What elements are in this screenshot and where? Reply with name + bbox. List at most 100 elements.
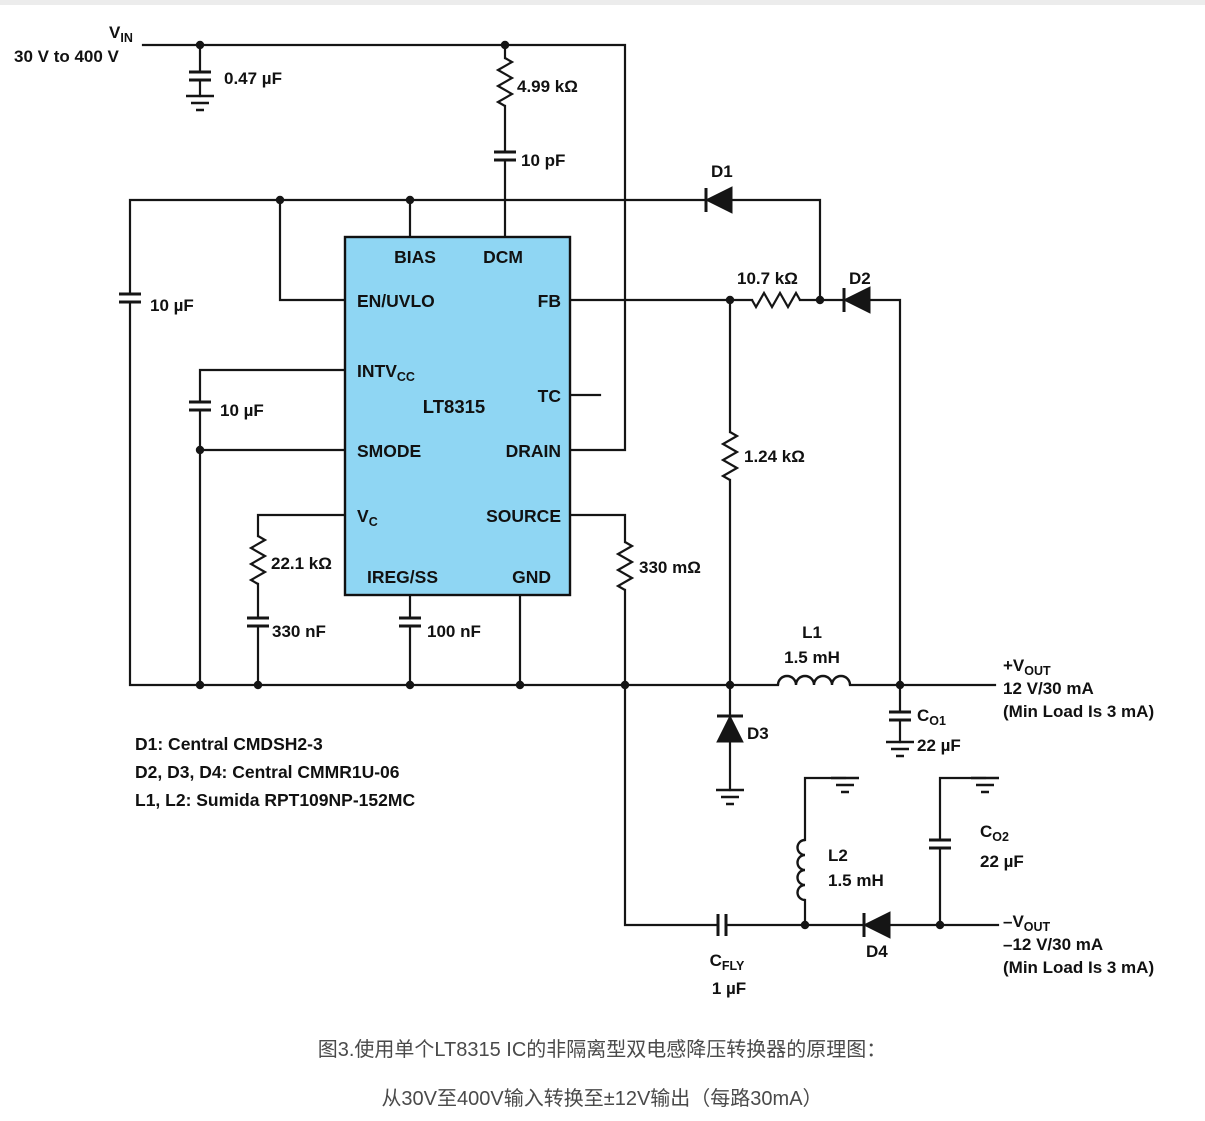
rdcm-value-label: 4.99 kΩ bbox=[517, 77, 578, 96]
junction-dot bbox=[620, 680, 630, 690]
ic-lt8315-body bbox=[343, 235, 572, 597]
l2-value-label: 1.5 mH bbox=[828, 871, 884, 890]
junction-dot bbox=[405, 195, 415, 205]
capacitor-cvc bbox=[247, 616, 269, 628]
pin-label-gnd: GND bbox=[512, 567, 551, 587]
vout-pos-spec: 12 V/30 mA bbox=[1003, 679, 1094, 698]
co2-main: C bbox=[980, 822, 992, 841]
l2-label: L2 bbox=[828, 846, 848, 865]
diode-d4 bbox=[862, 911, 891, 939]
resistor-rvc bbox=[248, 535, 268, 585]
vin-label: VIN bbox=[109, 23, 133, 45]
pin-label-ireg-ss: IREG/SS bbox=[367, 567, 438, 587]
capacitor-cfly bbox=[716, 914, 728, 936]
diode-d1 bbox=[704, 186, 733, 214]
capacitor-co2 bbox=[929, 838, 951, 850]
cbias-value-label: 10 µF bbox=[150, 296, 194, 315]
vout-neg-label: –VOUT bbox=[1003, 912, 1051, 934]
d3-label: D3 bbox=[747, 724, 769, 743]
pin-label-smode: SMODE bbox=[357, 441, 421, 461]
ground-symbol-cin bbox=[186, 94, 214, 112]
resistor-rdcm bbox=[495, 57, 515, 107]
css-value-label: 100 nF bbox=[427, 622, 481, 641]
junction-dot bbox=[405, 680, 415, 690]
co2-sub: O2 bbox=[992, 830, 1009, 844]
junction-dot bbox=[253, 680, 263, 690]
junction-dot bbox=[500, 40, 510, 50]
vout-pos-min-load: (Min Load Is 3 mA) bbox=[1003, 702, 1154, 721]
pin-label-source: SOURCE bbox=[486, 506, 561, 526]
co1-main: C bbox=[917, 706, 929, 725]
rfb-bottom-value-label: 1.24 kΩ bbox=[744, 447, 805, 466]
ic-part-number: LT8315 bbox=[423, 396, 485, 417]
rvc-value-label: 22.1 kΩ bbox=[271, 554, 332, 573]
d4-label: D4 bbox=[866, 942, 888, 961]
resistor-rsense bbox=[615, 541, 635, 591]
pin-label-vc: VC bbox=[357, 506, 378, 529]
ground-symbol-co2 bbox=[971, 776, 999, 794]
rsense-value-label: 330 mΩ bbox=[639, 558, 701, 577]
diode-d2-triangle bbox=[842, 286, 871, 314]
ground-symbol-l2 bbox=[831, 776, 859, 794]
note-d1: D1: Central CMDSH2-3 bbox=[135, 734, 323, 754]
junction-dot bbox=[275, 195, 285, 205]
vout-pos-main: +V bbox=[1003, 656, 1025, 675]
junction-dot bbox=[725, 295, 735, 305]
cfly-value-label: 1 µF bbox=[712, 979, 746, 998]
capacitor-cin bbox=[189, 70, 211, 82]
co1-value-label: 22 µF bbox=[917, 736, 961, 755]
d2-label: D2 bbox=[849, 269, 871, 288]
capacitor-cintvcc bbox=[189, 400, 211, 412]
l1-label: L1 bbox=[802, 623, 822, 642]
pin-label-bias: BIAS bbox=[394, 247, 436, 267]
figure-caption-line-1: 图3.使用单个LT8315 IC的非隔离型双电感降压转换器的原理图： bbox=[318, 1038, 887, 1061]
cin-value-label: 0.47 µF bbox=[224, 69, 282, 88]
note-l1-l2: L1, L2: Sumida RPT109NP-152MC bbox=[135, 790, 415, 810]
junction-dot bbox=[515, 680, 525, 690]
capacitor-cdcm bbox=[494, 150, 516, 162]
l1-value-label: 1.5 mH bbox=[784, 648, 840, 667]
diode-d3-triangle bbox=[716, 714, 744, 743]
ground-symbol-d3 bbox=[716, 788, 744, 806]
figure-caption-line-2: 从30V至400V输入转换至±12V输出（每路30mA） bbox=[381, 1087, 822, 1110]
junction-dot bbox=[935, 920, 945, 930]
junction-dot bbox=[195, 445, 205, 455]
co1-label: CO1 bbox=[917, 706, 946, 728]
diode-d3 bbox=[716, 714, 744, 743]
note-d2-d3-d4: D2, D3, D4: Central CMMR1U-06 bbox=[135, 762, 400, 782]
co2-label: CO2 bbox=[980, 822, 1009, 844]
pin-label-en-uvlo: EN/UVLO bbox=[357, 291, 435, 311]
co1-sub: O1 bbox=[929, 714, 946, 728]
junction-dot bbox=[815, 295, 825, 305]
junction-dots bbox=[195, 40, 945, 930]
vc-main: V bbox=[357, 506, 369, 526]
intvcc-main: INTV bbox=[357, 361, 397, 381]
resistor-rfb-top bbox=[751, 290, 801, 310]
capacitor-co1 bbox=[889, 710, 911, 722]
resistor-rfb-bottom bbox=[720, 431, 740, 481]
pin-label-intvcc: INTVCC bbox=[357, 361, 415, 384]
pin-label-dcm: DCM bbox=[483, 247, 523, 267]
vout-neg-min-load: (Min Load Is 3 mA) bbox=[1003, 958, 1154, 977]
inductor-l2 bbox=[796, 838, 806, 902]
co2-value-label: 22 µF bbox=[980, 852, 1024, 871]
cvc-value-label: 330 nF bbox=[272, 622, 326, 641]
cdcm-value-label: 10 pF bbox=[521, 151, 565, 170]
diode-d4-triangle bbox=[862, 911, 891, 939]
vin-range-label: 30 V to 400 V bbox=[14, 47, 120, 66]
intvcc-sub: CC bbox=[397, 370, 415, 384]
cfly-sub: FLY bbox=[722, 959, 745, 973]
capacitor-cbias bbox=[119, 292, 141, 304]
cfly-label: CFLY bbox=[710, 951, 745, 973]
vout-neg-spec: –12 V/30 mA bbox=[1003, 935, 1103, 954]
pin-label-drain: DRAIN bbox=[506, 441, 561, 461]
vout-pos-label: +VOUT bbox=[1003, 656, 1051, 678]
pin-label-fb: FB bbox=[538, 291, 561, 311]
junction-dot bbox=[195, 40, 205, 50]
vout-neg-sub: OUT bbox=[1024, 920, 1051, 934]
junction-dot bbox=[195, 680, 205, 690]
vc-sub: C bbox=[369, 515, 378, 529]
d1-label: D1 bbox=[711, 162, 733, 181]
diode-d2 bbox=[842, 286, 871, 314]
